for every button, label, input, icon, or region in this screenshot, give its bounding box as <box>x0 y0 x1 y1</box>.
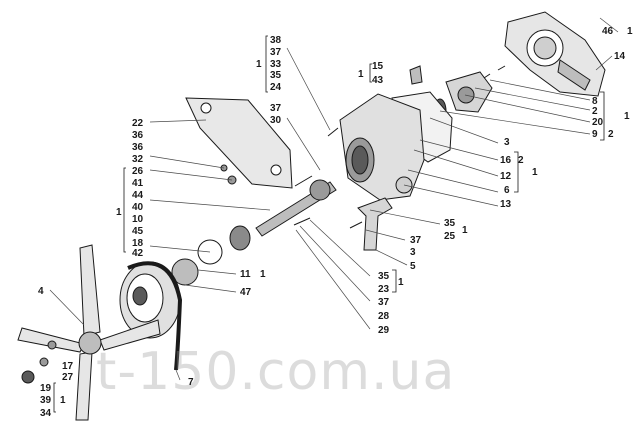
callout-28: 28 <box>378 311 390 322</box>
callout-9: 9 <box>592 129 598 140</box>
callout-36: 36 <box>132 142 144 153</box>
callout-33: 33 <box>270 59 282 70</box>
fitting-part <box>409 65 423 85</box>
callout-32: 32 <box>132 154 144 165</box>
callout-14: 14 <box>614 51 626 62</box>
callout-46: 46 <box>602 26 614 37</box>
callout-37: 37 <box>378 297 390 308</box>
callout-36: 36 <box>132 130 144 141</box>
callout-7: 7 <box>188 377 194 388</box>
callout-42: 42 <box>132 248 144 259</box>
rear-cover-part <box>504 11 606 97</box>
callout-8: 8 <box>592 96 598 107</box>
callout-5: 5 <box>410 261 416 272</box>
callout-24: 24 <box>270 82 282 93</box>
callout-group: 1 <box>462 225 468 236</box>
callout-40: 40 <box>132 202 144 213</box>
callout-20: 20 <box>592 117 604 128</box>
callout-26: 26 <box>132 166 144 177</box>
callout-2: 2 <box>592 106 598 117</box>
callout-37: 37 <box>410 235 422 246</box>
callout-group: 2 <box>518 155 524 166</box>
callout-23: 23 <box>378 284 390 295</box>
callout-12: 12 <box>500 171 512 182</box>
fastener-parts <box>21 65 506 384</box>
callout-19: 19 <box>40 383 52 394</box>
callout-13: 13 <box>500 199 512 210</box>
callout-18: 18 <box>132 238 144 249</box>
callout-3: 3 <box>410 247 416 258</box>
callout-41: 41 <box>132 178 144 189</box>
callout-11: 11 <box>240 269 251 280</box>
callout-35: 35 <box>444 218 456 229</box>
callout-group: 1 <box>358 69 364 80</box>
callout-27: 27 <box>62 372 74 383</box>
fan-part <box>17 244 161 421</box>
callout-group: 1 <box>116 207 122 218</box>
callout-group: 2 <box>608 129 614 140</box>
belt-part <box>127 261 183 371</box>
callout-group: 1 <box>624 111 630 122</box>
callout-47: 47 <box>240 287 252 298</box>
callout-4: 4 <box>38 286 44 297</box>
callout-22: 22 <box>132 118 144 129</box>
callout-15: 15 <box>372 61 384 72</box>
bracket-plate-part <box>185 97 293 189</box>
callout-34: 34 <box>40 408 52 419</box>
callout-group: 1 <box>256 59 262 70</box>
shaft-assembly-part <box>197 179 337 265</box>
callout-17: 17 <box>62 361 74 372</box>
callout-35: 35 <box>378 271 390 282</box>
callout-37: 37 <box>270 47 282 58</box>
callout-35: 35 <box>270 70 282 81</box>
callout-16: 16 <box>500 155 512 166</box>
callout-group: 1 <box>398 277 404 288</box>
pipe-part <box>357 197 393 251</box>
callout-6: 6 <box>504 185 510 196</box>
pump-housing-part <box>339 93 425 201</box>
pulley-part <box>119 261 181 339</box>
callout-38: 38 <box>270 35 282 46</box>
callout-25: 25 <box>444 231 456 242</box>
impeller-part <box>445 71 493 113</box>
callout-group: 1 <box>627 26 633 37</box>
callout-44: 44 <box>132 190 144 201</box>
callout-group: 1 <box>532 167 538 178</box>
group-brackets <box>53 35 605 413</box>
callout-29: 29 <box>378 325 390 336</box>
callout-group: 1 <box>260 269 266 280</box>
callout-10: 10 <box>132 214 144 225</box>
callout-37: 37 <box>270 103 282 114</box>
callout-group: 1 <box>60 395 66 406</box>
callout-30: 30 <box>270 115 282 126</box>
callout-39: 39 <box>40 395 52 406</box>
callout-43: 43 <box>372 75 384 86</box>
callout-3: 3 <box>504 137 510 148</box>
callout-45: 45 <box>132 226 144 237</box>
leader-lines <box>49 17 619 381</box>
